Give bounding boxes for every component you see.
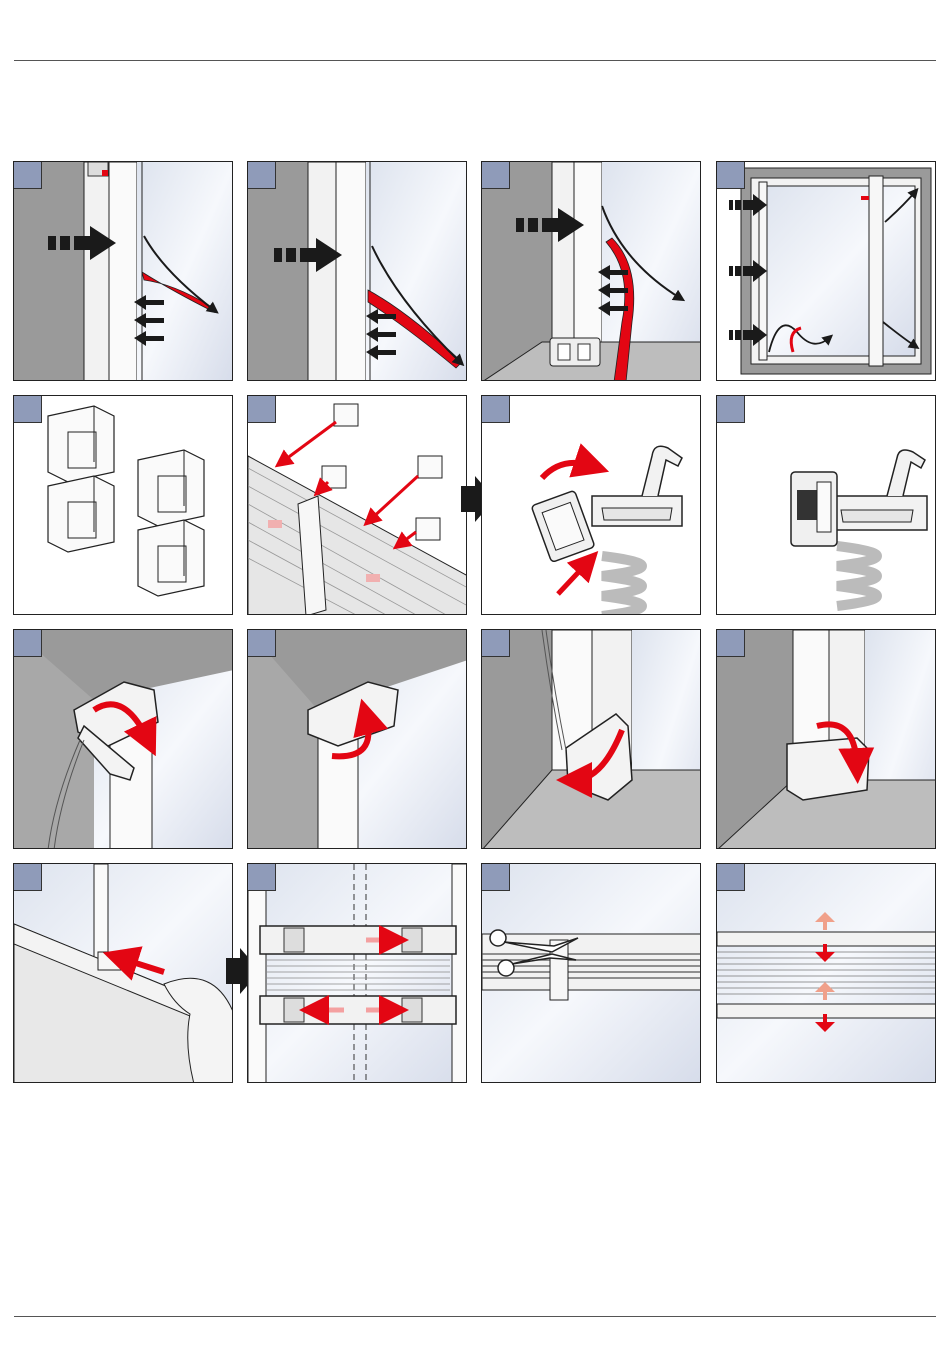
step-16-panel: [716, 863, 936, 1083]
step-badge: [248, 630, 276, 657]
step-12-illustration: [717, 630, 936, 849]
step-badge: [14, 864, 42, 891]
step-13-panel: [13, 863, 233, 1083]
step-badge: [717, 864, 745, 891]
step-6-panel: [247, 395, 467, 615]
step-11-panel: [481, 629, 701, 849]
step-5-illustration: [14, 396, 233, 615]
step-badge: [482, 396, 510, 423]
step-9-panel: [13, 629, 233, 849]
step-badge: [482, 162, 510, 189]
step-2-panel: [247, 161, 467, 381]
step-14-illustration: [248, 864, 467, 1083]
step-badge: [248, 864, 276, 891]
step-badge: [482, 864, 510, 891]
step-7-illustration: [482, 396, 701, 615]
step-10-illustration: [248, 630, 467, 849]
step-9-illustration: [14, 630, 233, 849]
step-badge: [482, 630, 510, 657]
step-4-illustration: [717, 162, 936, 381]
step-11-illustration: [482, 630, 701, 849]
step-badge: [248, 396, 276, 423]
step-3-panel: [481, 161, 701, 381]
step-1-illustration: [14, 162, 233, 381]
step-7-panel: [481, 395, 701, 615]
step-5-panel: [13, 395, 233, 615]
step-2-illustration: [248, 162, 467, 381]
step-14-panel: [247, 863, 467, 1083]
step-badge: [14, 630, 42, 657]
step-6-illustration: [248, 396, 467, 615]
step-13-illustration: [14, 864, 233, 1083]
step-10-panel: [247, 629, 467, 849]
step-4-panel: [716, 161, 936, 381]
step-badge: [14, 396, 42, 423]
step-badge: [248, 162, 276, 189]
step-15-panel: [481, 863, 701, 1083]
step-12-panel: [716, 629, 936, 849]
step-8-panel: [716, 395, 936, 615]
top-rule: [14, 60, 936, 61]
step-16-illustration: [717, 864, 936, 1083]
step-1-panel: [13, 161, 233, 381]
step-badge: [717, 630, 745, 657]
step-8-illustration: [717, 396, 936, 615]
step-3-illustration: [482, 162, 701, 381]
step-15-illustration: [482, 864, 701, 1083]
step-badge: [717, 162, 745, 189]
step-badge: [717, 396, 745, 423]
bottom-rule: [14, 1316, 936, 1317]
step-badge: [14, 162, 42, 189]
